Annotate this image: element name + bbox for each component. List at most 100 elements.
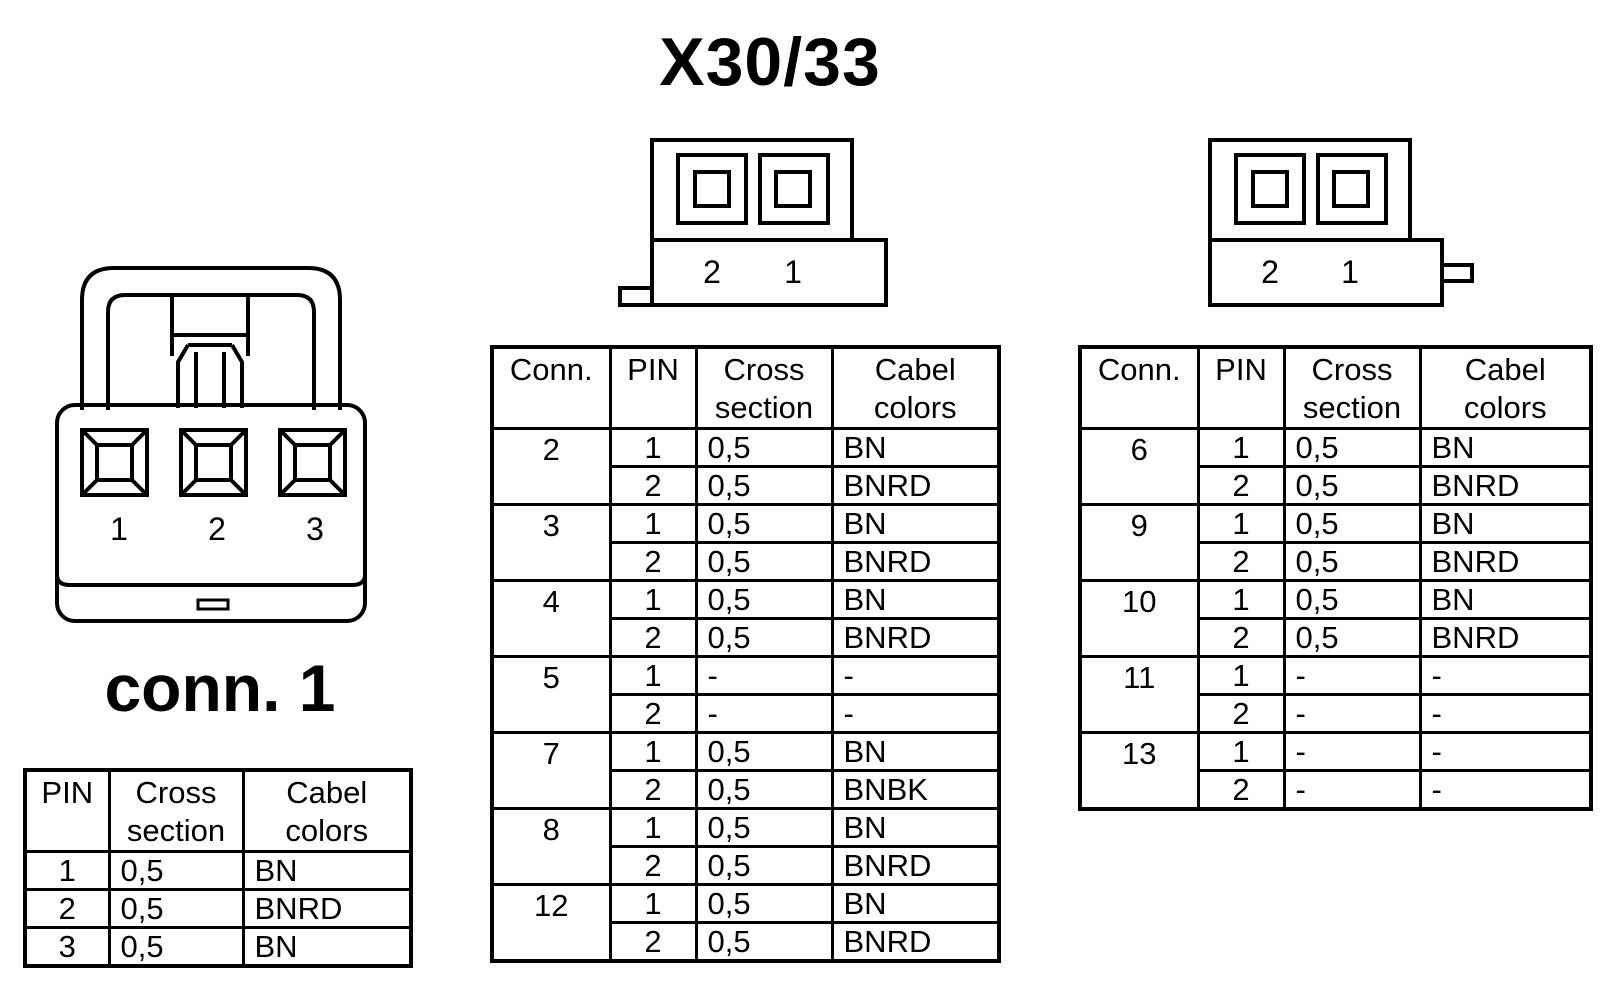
cross-cell: 0,5 <box>694 541 834 582</box>
table-header-row: PIN Cross section Cabel colors <box>23 768 413 853</box>
diagram-title: X30/33 <box>659 24 881 100</box>
cross-cell: 0,5 <box>107 926 245 968</box>
pin-cell: 1 <box>1196 427 1286 468</box>
pin-cell: 1 <box>23 850 111 891</box>
pin-cell: 2 <box>608 617 698 658</box>
color-cell: BN <box>830 427 1001 468</box>
conn1-pin-label: 3 <box>306 511 324 547</box>
header-cross-section: Cross section <box>1282 345 1422 430</box>
table-row: 2-- <box>1080 769 1593 811</box>
color-cell: BNRD <box>830 921 1001 963</box>
table-row: 2 0,5 BNRD <box>23 888 413 929</box>
right-pin-label: 1 <box>1341 254 1359 290</box>
pin-cell: 1 <box>608 655 698 696</box>
pin-cell: 2 <box>1196 769 1286 811</box>
pin-cell: 3 <box>23 926 111 968</box>
conn1-pin-label: 1 <box>110 511 128 547</box>
conn-cell: 6 <box>1078 427 1200 506</box>
color-cell: BN <box>830 503 1001 544</box>
conn-cell: 11 <box>1078 655 1200 734</box>
color-cell: - <box>830 693 1001 734</box>
pin-cell: 2 <box>23 888 111 929</box>
color-cell: BNRD <box>241 888 413 929</box>
mid-pin-label: 1 <box>784 254 802 290</box>
color-cell: BN <box>830 883 1001 924</box>
right-pin-label: 2 <box>1261 254 1279 290</box>
conn-cell: 5 <box>490 655 612 734</box>
color-cell: BN <box>830 807 1001 848</box>
header-pin: PIN <box>608 345 698 430</box>
color-cell: - <box>1418 693 1593 734</box>
pin-cell: 1 <box>608 427 698 468</box>
color-cell: BNRD <box>830 465 1001 506</box>
cross-cell: - <box>1282 693 1422 734</box>
conn1-cavity-1 <box>80 428 149 497</box>
table-row: 2-- <box>1080 693 1593 734</box>
color-cell: - <box>1418 731 1593 772</box>
table-row: 2-- <box>492 693 1001 734</box>
pin-cell: 2 <box>608 845 698 886</box>
color-cell: BNRD <box>830 845 1001 886</box>
pin-cell: 1 <box>608 579 698 620</box>
cross-cell: 0,5 <box>694 883 834 924</box>
table-row: 3 0,5 BN <box>23 926 413 968</box>
color-cell: BN <box>1418 427 1593 468</box>
cross-cell: 0,5 <box>1282 465 1422 506</box>
pin-cell: 2 <box>1196 693 1286 734</box>
cross-cell: - <box>1282 655 1422 696</box>
conn1-cavity-2 <box>179 428 248 497</box>
color-cell: BN <box>1418 579 1593 620</box>
cross-cell: 0,5 <box>694 503 834 544</box>
color-cell: BN <box>1418 503 1593 544</box>
cross-cell: 0,5 <box>694 769 834 810</box>
cross-cell: 0,5 <box>694 731 834 772</box>
cross-cell: - <box>694 655 834 696</box>
header-conn: Conn. <box>1078 345 1200 430</box>
cross-cell: 0,5 <box>694 427 834 468</box>
cross-cell: 0,5 <box>694 617 834 658</box>
conn1-cavity-3 <box>278 428 347 497</box>
color-cell: - <box>1418 769 1593 811</box>
pin-cell: 2 <box>608 465 698 506</box>
color-cell: BNRD <box>1418 465 1593 506</box>
pin-cell: 1 <box>608 883 698 924</box>
cross-cell: 0,5 <box>107 888 245 929</box>
cross-cell: 0,5 <box>1282 617 1422 658</box>
color-cell: BNRD <box>830 617 1001 658</box>
pin-cell: 2 <box>608 769 698 810</box>
header-pin: PIN <box>1196 345 1286 430</box>
color-cell: BN <box>830 579 1001 620</box>
pin-cell: 1 <box>608 503 698 544</box>
pin-cell: 2 <box>608 693 698 734</box>
conn-cell: 4 <box>490 579 612 658</box>
conn-cell: 9 <box>1078 503 1200 582</box>
pin-cell: 1 <box>608 731 698 772</box>
cross-cell: 0,5 <box>1282 579 1422 620</box>
color-cell: - <box>830 655 1001 696</box>
conn-cell: 3 <box>490 503 612 582</box>
header-pin: PIN <box>23 768 111 853</box>
conn-cell: 13 <box>1078 731 1200 811</box>
cross-cell: 0,5 <box>694 465 834 506</box>
header-cable-colors: Cabel colors <box>830 345 1001 430</box>
header-cable-colors: Cabel colors <box>1418 345 1593 430</box>
cross-cell: 0,5 <box>694 807 834 848</box>
color-cell: BNRD <box>830 541 1001 582</box>
right-connector-drawing <box>1208 138 1474 307</box>
